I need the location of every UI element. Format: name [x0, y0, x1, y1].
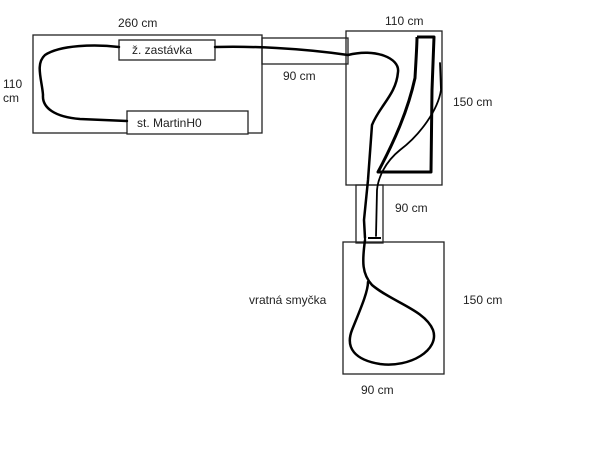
- loop-name-label: vratná smyčka: [249, 293, 327, 307]
- main-height-label-number: 110: [3, 77, 22, 91]
- main-height-label-unit: cm: [3, 91, 19, 105]
- loop-width-label: 90 cm: [361, 383, 394, 397]
- station-box-martin: [126, 110, 249, 135]
- parallel-track: [375, 62, 442, 237]
- top-connector-label: 90 cm: [283, 69, 316, 83]
- station-label-martin: st. MartinH0: [137, 116, 202, 130]
- vertical-connector-label: 90 cm: [395, 201, 428, 215]
- return-loop-track: [348, 238, 436, 366]
- loop-height-label: 150 cm: [463, 293, 502, 307]
- main-width-label: 260 cm: [118, 16, 157, 30]
- hook-track: [376, 35, 436, 174]
- station-box-zastavka: [118, 39, 216, 61]
- oval-track: [38, 44, 129, 123]
- top-connector-board: [261, 37, 349, 65]
- station-label-zastavka: ž. zastávka: [132, 43, 192, 57]
- track-to-corner: [213, 45, 400, 240]
- loop-board: [342, 241, 445, 375]
- vertical-connector-board: [355, 184, 384, 244]
- corner-height-label: 150 cm: [453, 95, 492, 109]
- corner-board: [345, 30, 443, 186]
- corner-width-label: 110 cm: [385, 14, 423, 28]
